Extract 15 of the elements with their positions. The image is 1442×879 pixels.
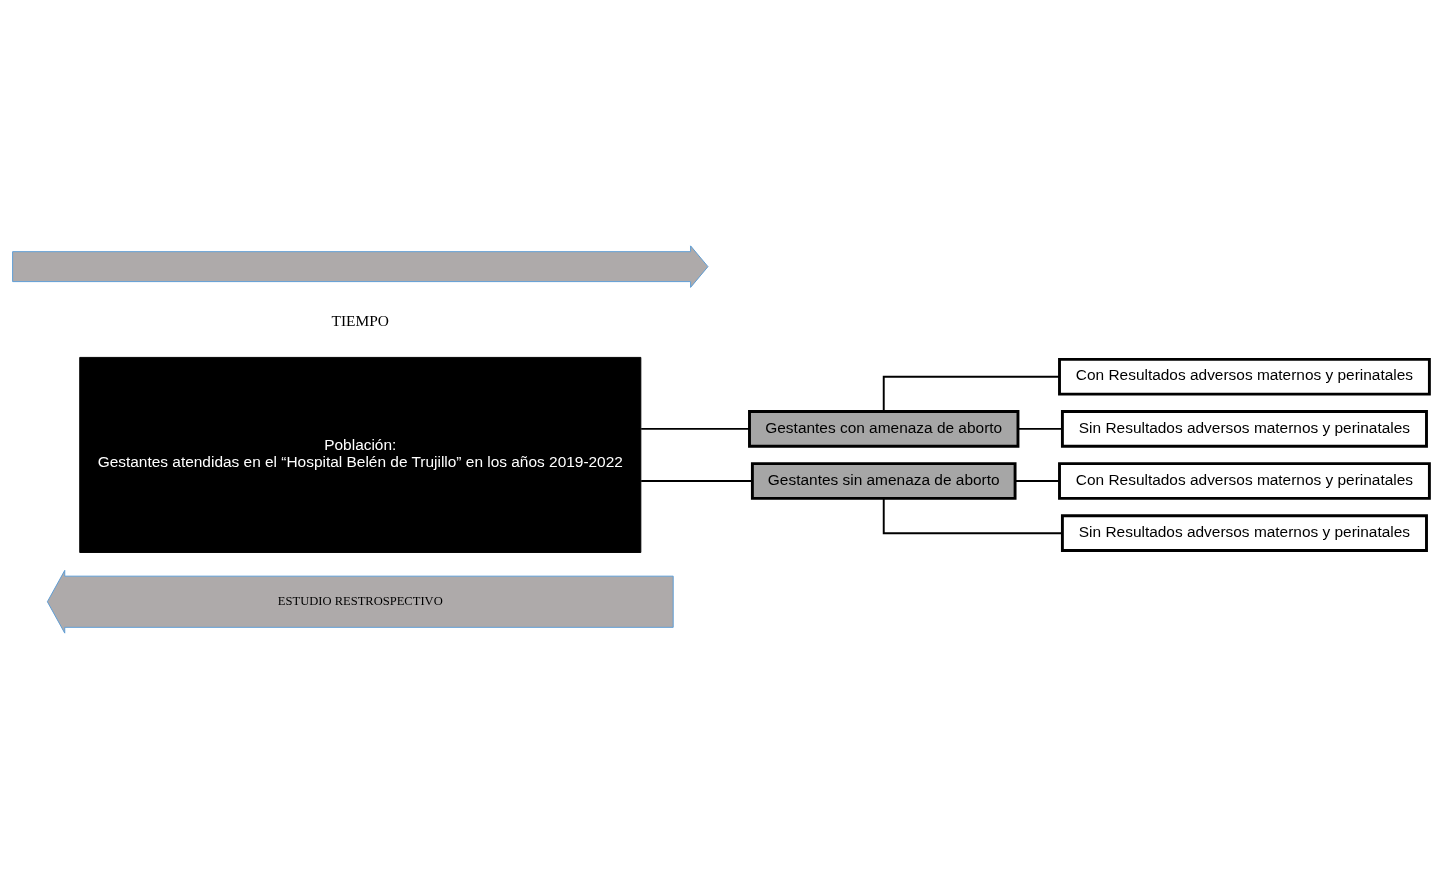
connector	[640, 480, 754, 482]
node-box: Sin Resultados adversos maternos y perinatales	[1060, 514, 1428, 552]
connector	[1014, 480, 1061, 482]
node-box: Con Resultados adversos maternos y perinatales	[1058, 357, 1431, 396]
connector	[882, 497, 1064, 535]
connector	[1017, 427, 1064, 430]
connector	[640, 427, 751, 430]
node-box: Con Resultados adversos maternos y perinatales	[1058, 462, 1431, 500]
label: TIEMPO	[331, 312, 390, 330]
node-box: Población: Gestantes atendidas en el “Hospital Belén de Trujillo” en los años 2019-2022	[79, 356, 642, 553]
node-arrow	[12, 245, 709, 288]
connector	[882, 375, 1061, 413]
node-box: Gestantes sin amenaza de aborto	[750, 462, 1017, 500]
node-box: Sin Resultados adversos maternos y perinatales	[1060, 410, 1428, 448]
node-box: Gestantes con amenaza de aborto	[748, 410, 1020, 448]
